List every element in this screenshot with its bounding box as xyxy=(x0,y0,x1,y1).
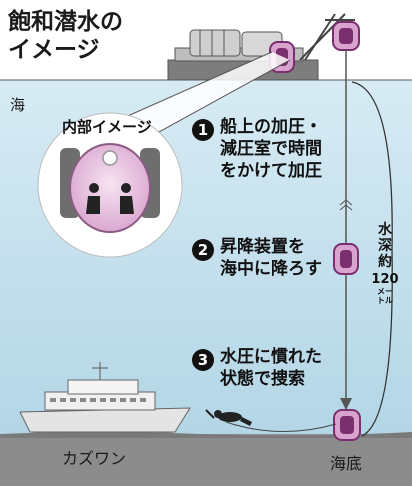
step-3: 3 水圧に慣れた 状態で捜索 xyxy=(192,346,322,390)
step-3-line: 状態で捜索 xyxy=(220,369,305,389)
depth-label: 水 深 約 120 メー トル xyxy=(370,222,400,305)
sea-label: 海 xyxy=(10,96,26,114)
surface-capsule xyxy=(332,21,360,51)
seabed-capsule xyxy=(333,409,361,441)
depth-char: 水 xyxy=(378,222,392,238)
depth-unit: トル xyxy=(377,296,393,305)
title-line-1: 飽和潜水の xyxy=(8,9,123,35)
depth-unit: メー xyxy=(377,287,393,296)
step-2-number: 2 xyxy=(192,239,214,261)
step-1-text: 船上の加圧・ 減圧室で時間 をかけて加圧 xyxy=(220,116,322,182)
step-1-line: 船上の加圧・ xyxy=(220,117,322,137)
depth-bracket xyxy=(351,81,393,437)
step-1-number: 1 xyxy=(192,119,214,141)
descent-arrow xyxy=(340,398,352,410)
step-1-line: をかけて加圧 xyxy=(220,161,322,181)
depth-char: 深 xyxy=(378,238,392,254)
diver xyxy=(205,409,337,433)
step-2: 2 昇降装置を 海中に降ろす xyxy=(192,236,322,280)
step-3-number: 3 xyxy=(192,349,214,371)
diagram-title: 飽和潜水の イメージ xyxy=(8,8,123,64)
depth-char: 約 xyxy=(378,254,392,270)
seabed-label: 海底 xyxy=(330,454,363,473)
step-1-line: 減圧室で時間 xyxy=(220,139,322,159)
inset-title: 内部イメージ xyxy=(62,118,152,136)
step-3-text: 水圧に慣れた 状態で捜索 xyxy=(220,346,322,390)
step-2-line: 昇降装置を xyxy=(220,237,305,257)
inset-circle xyxy=(37,112,183,258)
seabed-area xyxy=(0,434,412,486)
step-2-line: 海中に降ろす xyxy=(220,259,322,279)
step-2-text: 昇降装置を 海中に降ろす xyxy=(220,236,322,280)
ship-kazuone xyxy=(19,362,191,437)
step-1: 1 船上の加圧・ 減圧室で時間 をかけて加圧 xyxy=(192,116,322,182)
midwater-capsule xyxy=(333,243,359,275)
depth-value: 120 xyxy=(371,272,399,287)
ship-label: カズワン xyxy=(62,449,127,468)
step-3-line: 水圧に慣れた xyxy=(220,347,322,367)
title-line-2: イメージ xyxy=(8,37,100,63)
